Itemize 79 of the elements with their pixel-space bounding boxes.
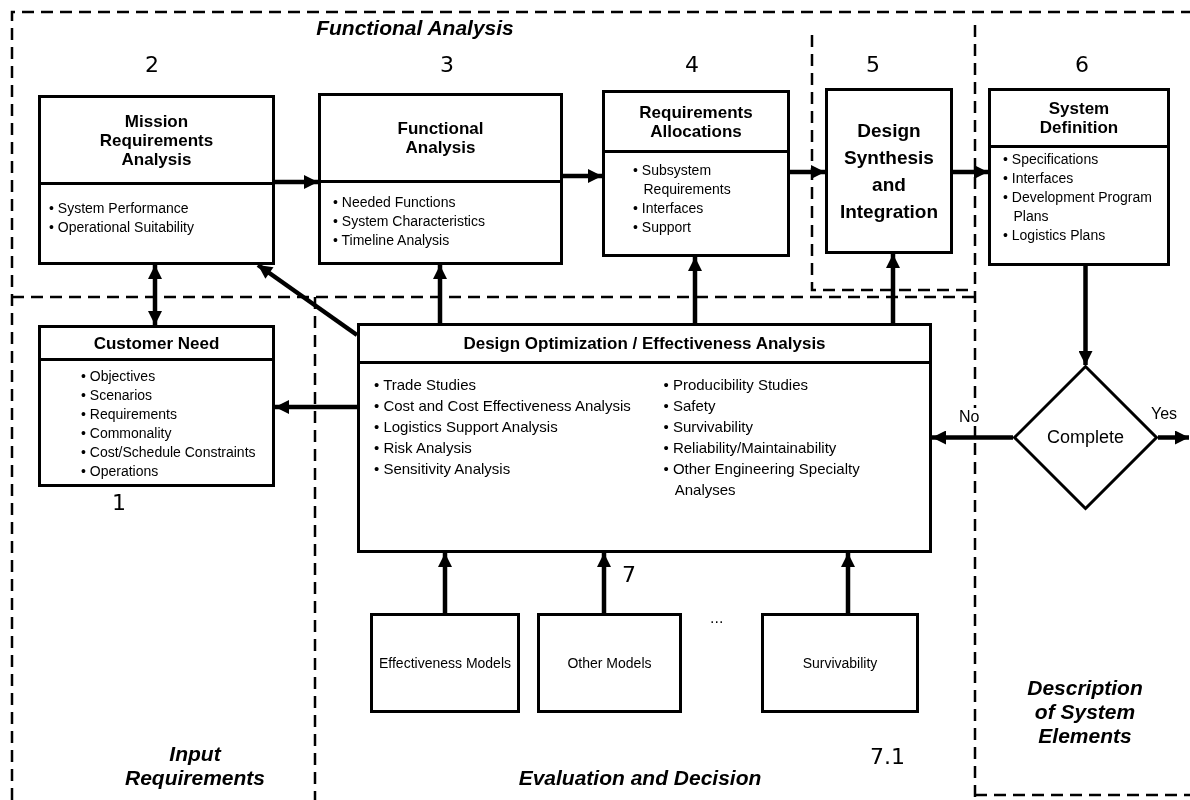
box-title: Mission Requirements Analysis — [98, 111, 215, 169]
process-box — [537, 613, 682, 713]
bullet-item: • Safety — [663, 396, 717, 416]
bullet-item: • Specifications — [1003, 150, 1100, 169]
arrow — [433, 265, 447, 323]
bullet-item: • Requirements — [81, 405, 178, 424]
arrow — [275, 400, 357, 414]
bullet-item: • Risk Analysis — [374, 438, 473, 458]
bullet-item: • Operations — [81, 462, 160, 481]
bullet-item: • Reliability/Maintainability — [663, 438, 838, 458]
arrow — [256, 263, 359, 337]
arrow — [953, 165, 988, 179]
process-box — [38, 325, 275, 487]
box-title: Design Optimization / Effectiveness Analysis — [463, 334, 826, 353]
region-label: Evaluation and Decision — [517, 766, 763, 790]
step-number: 2 — [145, 52, 159, 77]
step-number: 1 — [112, 490, 126, 515]
box-title: Functional Analysis — [396, 119, 485, 157]
arrow — [841, 553, 855, 613]
arrow — [790, 165, 825, 179]
bullet-item: • Producibility Studies — [663, 375, 809, 395]
step-number: 7 — [622, 562, 636, 587]
bullet-item: • Logistics Plans — [1003, 226, 1107, 245]
box-label: Effectiveness Models — [379, 654, 511, 672]
bullet-item: • Timeline Analysis — [333, 231, 451, 250]
bullet-item: • Commonality — [81, 424, 173, 443]
edge-label: No — [958, 408, 981, 426]
arrow — [563, 169, 602, 183]
bullet-item: • Interfaces — [1003, 169, 1075, 188]
bullet-item: • Support — [633, 218, 692, 237]
arrow — [597, 553, 611, 613]
arrow — [1158, 430, 1189, 445]
arrow — [148, 265, 162, 325]
arrow — [1078, 266, 1093, 365]
bullet-item: • Operational Suitability — [49, 218, 195, 237]
bullet-item: • Objectives — [81, 367, 157, 386]
region-label: Description of System Elements — [1026, 676, 1144, 748]
arrow — [275, 175, 318, 189]
bullet-item: • Survivability — [663, 417, 754, 437]
process-box — [602, 90, 790, 257]
box-title: Customer Need — [93, 333, 220, 353]
bullet-item: • Other Engineering Specialty Analyses — [663, 459, 861, 500]
process-box — [988, 88, 1170, 266]
step-number: 7.1 — [870, 744, 905, 769]
arrow — [438, 553, 452, 613]
bullet-item: • Subsystem Requirements — [633, 161, 732, 199]
decision-label: Complete — [1046, 427, 1124, 448]
bullet-item: • System Characteristics — [333, 212, 486, 231]
process-box — [825, 88, 953, 254]
process-box — [38, 95, 275, 265]
process-box — [370, 613, 520, 713]
arrow — [932, 430, 1013, 445]
box-title: Design Synthesis and Integration — [838, 119, 940, 224]
ellipsis: ... — [710, 610, 724, 626]
box-label: Survivability — [802, 654, 878, 672]
box-label: Other Models — [567, 654, 652, 672]
process-box — [357, 323, 932, 553]
bullet-item: • System Performance — [49, 199, 190, 218]
arrow — [688, 257, 702, 323]
bullet-item: • Needed Functions — [333, 193, 457, 212]
bullet-item: • Interfaces — [633, 199, 705, 218]
bullet-item: • Logistics Support Analysis — [374, 417, 559, 437]
bullet-item: • Scenarios — [81, 386, 154, 405]
process-box — [761, 613, 919, 713]
bullet-item: • Cost and Cost Effectiveness Analysis — [374, 396, 632, 416]
step-number: 4 — [685, 52, 699, 77]
bullet-item: • Sensitivity Analysis — [374, 459, 512, 479]
bullet-item: • Development Program Plans — [1003, 188, 1153, 226]
region-label: Input Requirements — [123, 742, 266, 790]
step-number: 3 — [440, 52, 454, 77]
process-box — [318, 93, 563, 265]
step-number: 5 — [866, 52, 880, 77]
bullet-item: • Cost/Schedule Constraints — [81, 443, 257, 462]
bullet-item: • Trade Studies — [374, 375, 477, 395]
box-title: System Definition — [1038, 99, 1120, 137]
box-title: Requirements Allocations — [638, 102, 754, 141]
region-label: Functional Analysis — [315, 16, 515, 40]
arrow — [886, 254, 900, 323]
step-number: 6 — [1075, 52, 1089, 77]
